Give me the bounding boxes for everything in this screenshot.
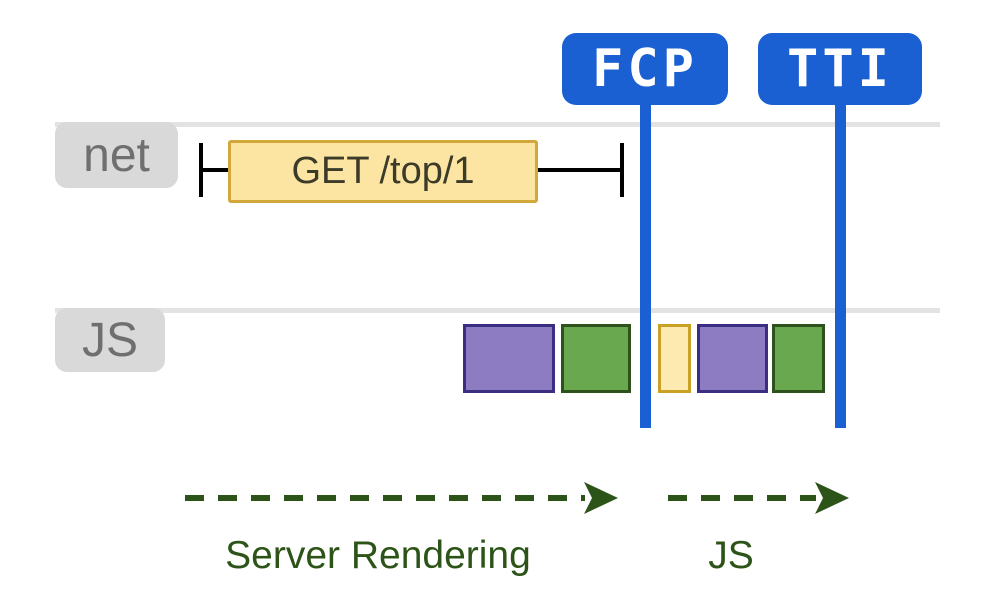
js-task-block-green <box>772 324 825 393</box>
fcp-marker-badge: FCP <box>562 33 728 105</box>
tti-marker-line <box>835 104 846 428</box>
net-track-baseline <box>55 122 940 127</box>
request-end-tick <box>620 143 624 197</box>
server-rendering-phase-label: Server Rendering <box>225 534 531 577</box>
js-task-block-purple <box>697 324 768 393</box>
phase-arrows <box>185 482 849 514</box>
js-task-block-purple <box>463 324 555 393</box>
js-task-block-green <box>561 324 631 393</box>
js-arrow-head <box>815 482 849 514</box>
js-track-label: JS <box>55 308 165 372</box>
network-request-bar: GET /top/1 <box>228 140 538 203</box>
tti-marker-badge: TTI <box>758 33 922 105</box>
request-start-tick <box>199 143 203 197</box>
js-phase-label: JS <box>708 534 754 577</box>
js-track-baseline <box>55 308 940 313</box>
js-task-block-yellow <box>658 324 691 393</box>
net-track-label: net <box>55 122 178 188</box>
fcp-marker-line <box>640 104 651 428</box>
server-rendering-arrow-head <box>584 482 618 514</box>
